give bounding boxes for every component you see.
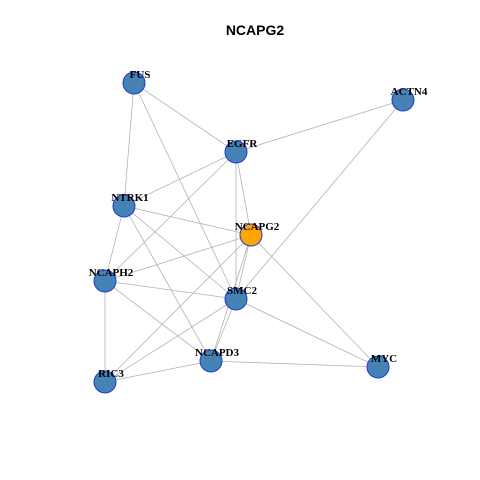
node-ntrk1: NTRK1 <box>111 192 149 218</box>
node-label-ric3: RIC3 <box>98 368 124 380</box>
node-circle-egfr <box>224 140 248 164</box>
edge-ntrk1-smc2 <box>123 205 237 300</box>
node-circle-ncapd3 <box>199 349 223 373</box>
node-label-egfr: EGFR <box>227 138 259 150</box>
edge-ncaph2-ncapd3 <box>104 280 212 362</box>
node-circle-actn4 <box>391 88 415 112</box>
edge-ntrk1-ncapd3 <box>123 205 212 362</box>
node-circle-smc2 <box>224 287 248 311</box>
edge-ncaph2-smc2 <box>104 280 237 300</box>
edge-ncapg2-myc <box>250 234 379 368</box>
figure-title: NCAPG2 <box>226 22 285 38</box>
edge-ntrk1-ncaph2 <box>104 205 125 282</box>
edge-egfr-ntrk1 <box>123 151 237 207</box>
edge-egfr-ncapg2 <box>235 151 252 236</box>
node-circle-ric3 <box>93 370 117 394</box>
edge-ntrk1-ncapg2 <box>123 205 252 236</box>
node-circle-ntrk1 <box>112 194 136 218</box>
node-label-ncapd3: NCAPD3 <box>195 347 239 359</box>
node-label-ncaph2: NCAPH2 <box>89 267 134 279</box>
node-label-fus: FUS <box>130 69 151 81</box>
node-label-ntrk1: NTRK1 <box>111 192 148 204</box>
edge-ncapg2-ncaph2 <box>104 234 252 282</box>
node-myc: MYC <box>366 353 397 379</box>
edge-smc2-ric3 <box>104 298 237 383</box>
node-label-ncapg2: NCAPG2 <box>235 221 280 233</box>
edge-fus-ntrk1 <box>123 82 135 207</box>
edge-layer <box>104 82 404 383</box>
edge-fus-smc2 <box>133 82 237 300</box>
node-ncapd3: NCAPD3 <box>195 347 239 373</box>
node-label-smc2: SMC2 <box>227 285 257 297</box>
node-ric3: RIC3 <box>93 368 124 394</box>
node-smc2: SMC2 <box>224 285 257 311</box>
node-fus: FUS <box>122 69 151 95</box>
node-actn4: ACTN4 <box>391 86 428 112</box>
node-ncaph2: NCAPH2 <box>89 267 134 293</box>
node-ncapg2: NCAPG2 <box>235 221 280 247</box>
edge-smc2-myc <box>235 298 379 368</box>
node-label-myc: MYC <box>371 353 397 365</box>
edge-actn4-egfr <box>235 99 404 153</box>
edge-ncapg2-ric3 <box>104 234 252 383</box>
node-circle-myc <box>366 355 390 379</box>
edge-actn4-smc2 <box>235 99 404 300</box>
edge-ncapd3-ric3 <box>104 360 212 383</box>
node-circle-ncapg2 <box>239 223 263 247</box>
node-egfr: EGFR <box>224 138 259 164</box>
edge-fus-egfr <box>133 82 237 153</box>
node-label-actn4: ACTN4 <box>391 86 428 98</box>
node-circle-ncaph2 <box>93 269 117 293</box>
edge-ncapd3-myc <box>210 360 379 368</box>
node-circle-fus <box>122 71 146 95</box>
